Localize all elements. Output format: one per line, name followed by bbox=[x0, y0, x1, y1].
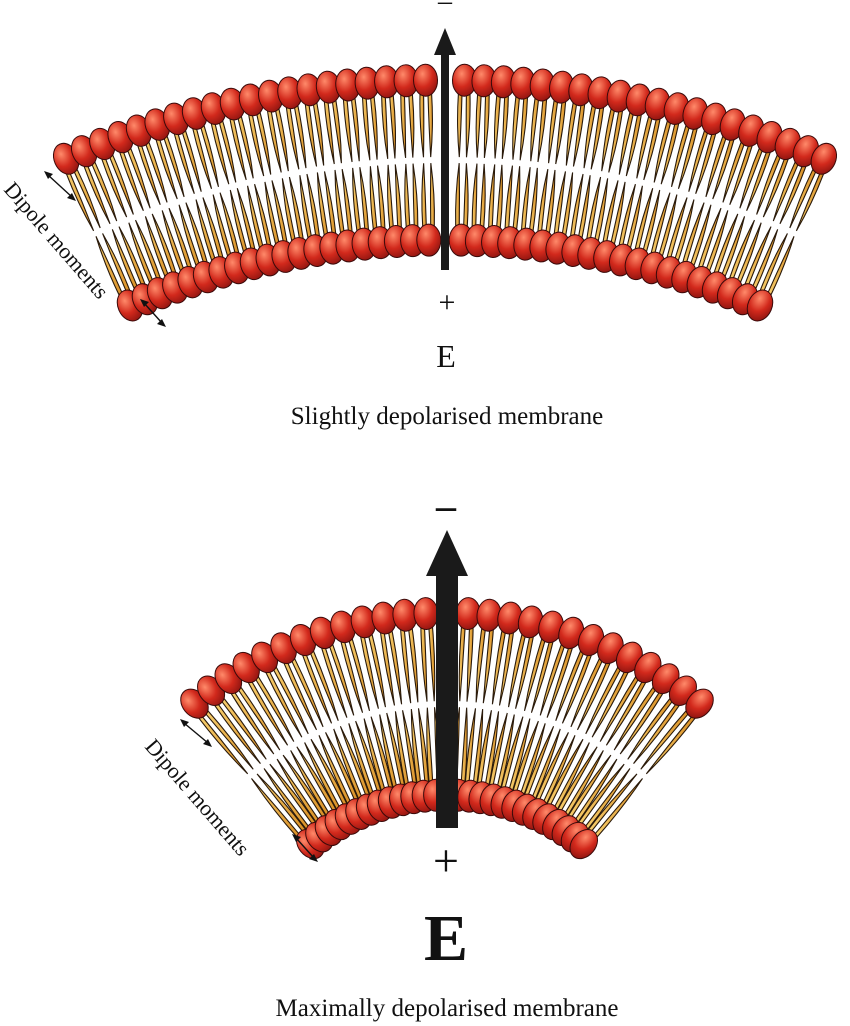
caption-bottom: Maximally depolarised membrane bbox=[276, 995, 619, 1022]
dipole-label-bottom: Dipole moments bbox=[140, 734, 255, 861]
lipid-pair bbox=[200, 92, 266, 281]
lipid-pair bbox=[296, 73, 345, 265]
lipid-pair bbox=[257, 79, 313, 270]
lipid-pair bbox=[545, 73, 594, 265]
panel-maximally-depolarised: – + E Maximally depolarised membrane Dip… bbox=[140, 483, 714, 1022]
dipole-arrow-bottom-lower bbox=[292, 834, 318, 862]
field-arrow-top bbox=[434, 28, 456, 270]
plus-sign-top: + bbox=[439, 286, 456, 319]
lipid-pair bbox=[481, 65, 516, 258]
lipid-pair bbox=[569, 688, 714, 860]
lipid-pair bbox=[371, 601, 426, 815]
lipid-pair bbox=[529, 70, 575, 263]
lipid-pair bbox=[89, 127, 174, 310]
lipid-pair bbox=[593, 83, 652, 273]
panel-slightly-depolarised: – + E Slightly depolarised membrane Dipo… bbox=[0, 0, 838, 430]
minus-sign-top: – bbox=[437, 0, 453, 17]
lipid-pair bbox=[501, 616, 585, 822]
lipid-pair bbox=[624, 92, 690, 281]
lipid-pair bbox=[686, 114, 765, 299]
lipid-pair bbox=[309, 616, 393, 822]
lipid-pair bbox=[277, 76, 329, 268]
lipid-pair bbox=[746, 142, 838, 322]
lipid-pair bbox=[232, 651, 352, 841]
lipid-pair bbox=[125, 114, 204, 299]
lipid-pair bbox=[238, 83, 297, 273]
lipid-pair bbox=[608, 87, 671, 277]
dipole-arrow-top-upper bbox=[44, 171, 76, 201]
lipid-pair bbox=[701, 121, 783, 304]
lipid-bilayer-bottom bbox=[180, 597, 714, 860]
dipole-arrow-top-lower bbox=[140, 299, 166, 327]
plus-sign-bottom: + bbox=[433, 835, 459, 886]
lipid-bilayer-top bbox=[52, 63, 838, 322]
lipid-pair bbox=[330, 610, 404, 819]
lipid-pair bbox=[251, 641, 362, 835]
lipid-pair bbox=[513, 68, 555, 261]
lipid-pair bbox=[479, 605, 544, 817]
field-label-top: E bbox=[436, 338, 456, 374]
lipid-pair bbox=[315, 70, 361, 263]
lipid-pair bbox=[577, 79, 633, 270]
minus-sign-bottom: – bbox=[435, 483, 457, 528]
lipid-pair bbox=[354, 66, 393, 260]
field-label-bottom: E bbox=[424, 902, 468, 975]
lipid-pair bbox=[413, 63, 442, 257]
lipid-pair bbox=[180, 688, 325, 860]
field-arrow-bottom bbox=[426, 530, 468, 828]
lipid-pair bbox=[52, 142, 144, 322]
lipid-pair bbox=[716, 127, 801, 310]
lipid-pair bbox=[70, 135, 159, 316]
dipole-arrow-bottom-upper bbox=[180, 719, 212, 747]
lipid-pair bbox=[335, 68, 377, 261]
caption-top: Slightly depolarised membrane bbox=[291, 403, 603, 430]
